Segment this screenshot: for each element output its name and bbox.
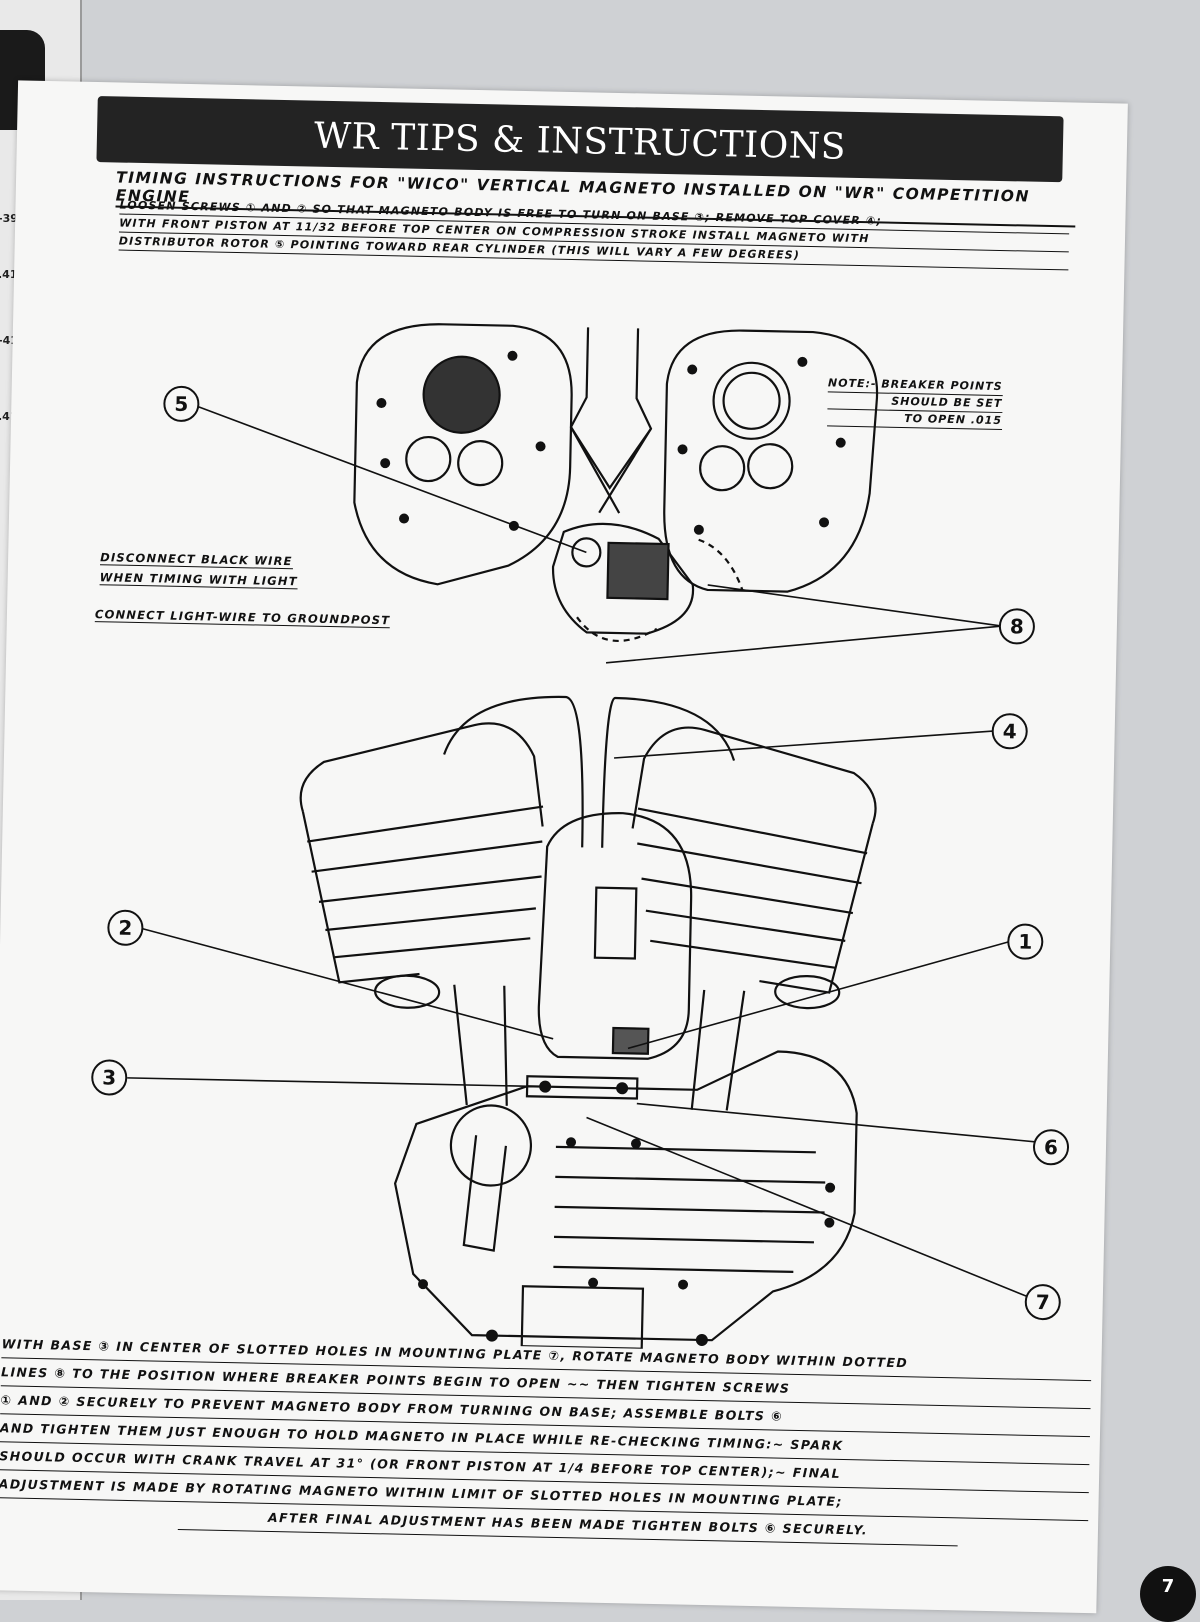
page-title: WR TIPS & INSTRUCTIONS bbox=[96, 96, 1064, 183]
side-view-engine bbox=[299, 695, 877, 1350]
page-number-badge: 7 bbox=[1140, 1566, 1196, 1622]
left-page-fragment: -39 bbox=[0, 212, 18, 225]
callout-7: 7 bbox=[1036, 1290, 1050, 1314]
final-instructions: WITH BASE ③ IN CENTER OF SLOTTED HOLES I… bbox=[0, 1330, 1092, 1549]
callout-3: 3 bbox=[102, 1065, 116, 1089]
callout-4: 4 bbox=[1002, 719, 1016, 743]
callout-5: 5 bbox=[174, 392, 188, 416]
callout-6: 6 bbox=[1044, 1135, 1058, 1159]
leader-lines bbox=[127, 403, 1037, 1298]
callout-2: 2 bbox=[118, 916, 132, 940]
callout-8: 8 bbox=[1010, 614, 1024, 638]
callout-1: 1 bbox=[1018, 930, 1032, 954]
top-view-heads bbox=[353, 323, 879, 642]
instruction-page: WR TIPS & INSTRUCTIONS TIMING INSTRUCTIO… bbox=[0, 80, 1128, 1614]
page-number: 7 bbox=[1161, 1576, 1175, 1597]
engine-diagram: 5 8 4 1 2 3 6 7 bbox=[91, 323, 1070, 1350]
